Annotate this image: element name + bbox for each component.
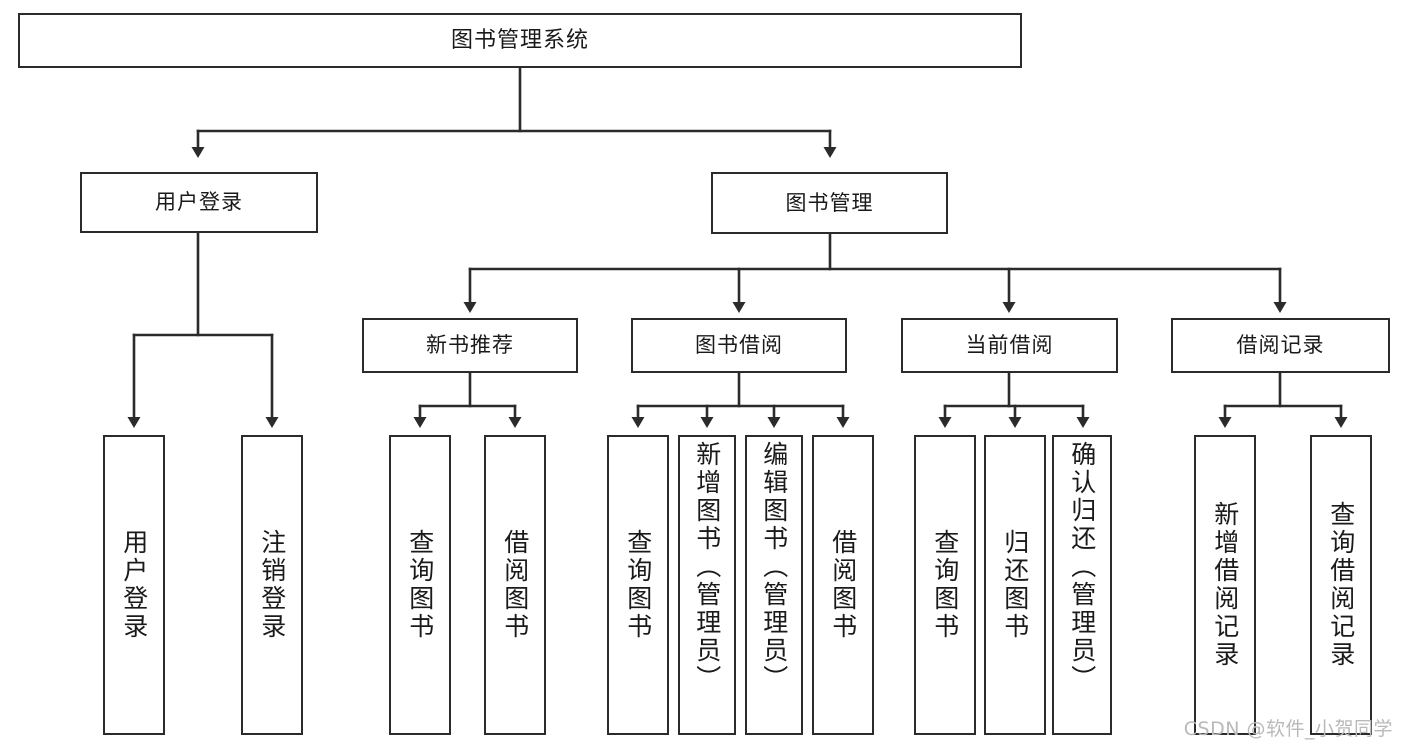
node-label: 查询图书 xyxy=(405,529,435,641)
node-current-borrowing[interactable]: 当前借阅 xyxy=(901,318,1118,373)
node-label: 查询图书 xyxy=(930,529,960,641)
node-leaf-logout[interactable]: 注销登录 xyxy=(241,435,303,735)
node-label: 新增借阅记录 xyxy=(1210,501,1240,669)
node-label: 图书管理系统 xyxy=(450,27,589,53)
node-leaf-add-book-admin[interactable]: 新增图书（管理员） xyxy=(678,435,736,735)
node-leaf-query-books-current[interactable]: 查询图书 xyxy=(914,435,976,735)
node-leaf-edit-book-admin[interactable]: 编辑图书（管理员） xyxy=(745,435,803,735)
node-leaf-query-books-newbook[interactable]: 查询图书 xyxy=(389,435,451,735)
watermark-text: CSDN @软件_小贺同学 xyxy=(1183,718,1393,740)
node-root-book-management-system[interactable]: 图书管理系统 xyxy=(18,13,1022,68)
node-book-borrowing[interactable]: 图书借阅 xyxy=(631,318,847,373)
node-label: 编辑图书（管理员） xyxy=(759,441,789,693)
node-leaf-confirm-return-admin[interactable]: 确认归还（管理员） xyxy=(1052,435,1112,735)
node-label: 当前借阅 xyxy=(965,333,1054,358)
node-label: 图书管理 xyxy=(785,190,874,215)
node-borrow-records[interactable]: 借阅记录 xyxy=(1171,318,1390,373)
node-label: 查询借阅记录 xyxy=(1326,501,1356,669)
node-leaf-query-books-borrowing[interactable]: 查询图书 xyxy=(607,435,669,735)
node-label: 查询图书 xyxy=(623,529,653,641)
node-leaf-return-books[interactable]: 归还图书 xyxy=(984,435,1046,735)
node-label: 新书推荐 xyxy=(426,333,514,358)
node-label: 用户登录 xyxy=(119,529,149,641)
node-book-management[interactable]: 图书管理 xyxy=(711,172,948,234)
node-leaf-borrow-books-borrowing[interactable]: 借阅图书 xyxy=(812,435,874,735)
node-leaf-borrow-books-newbook[interactable]: 借阅图书 xyxy=(484,435,546,735)
node-new-book-recommendation[interactable]: 新书推荐 xyxy=(362,318,578,373)
node-label: 借阅图书 xyxy=(500,529,530,641)
node-label: 确认归还（管理员） xyxy=(1067,441,1097,693)
node-label: 归还图书 xyxy=(1000,529,1030,641)
node-label: 注销登录 xyxy=(257,529,287,641)
node-label: 图书借阅 xyxy=(695,333,783,358)
node-label: 借阅图书 xyxy=(828,529,858,641)
node-label: 用户登录 xyxy=(155,190,243,215)
node-leaf-add-borrow-record[interactable]: 新增借阅记录 xyxy=(1194,435,1256,735)
node-leaf-user-login[interactable]: 用户登录 xyxy=(103,435,165,735)
node-label: 借阅记录 xyxy=(1236,333,1325,358)
node-leaf-query-borrow-record[interactable]: 查询借阅记录 xyxy=(1310,435,1372,735)
node-label: 新增图书（管理员） xyxy=(692,441,722,693)
node-user-login[interactable]: 用户登录 xyxy=(80,172,318,233)
